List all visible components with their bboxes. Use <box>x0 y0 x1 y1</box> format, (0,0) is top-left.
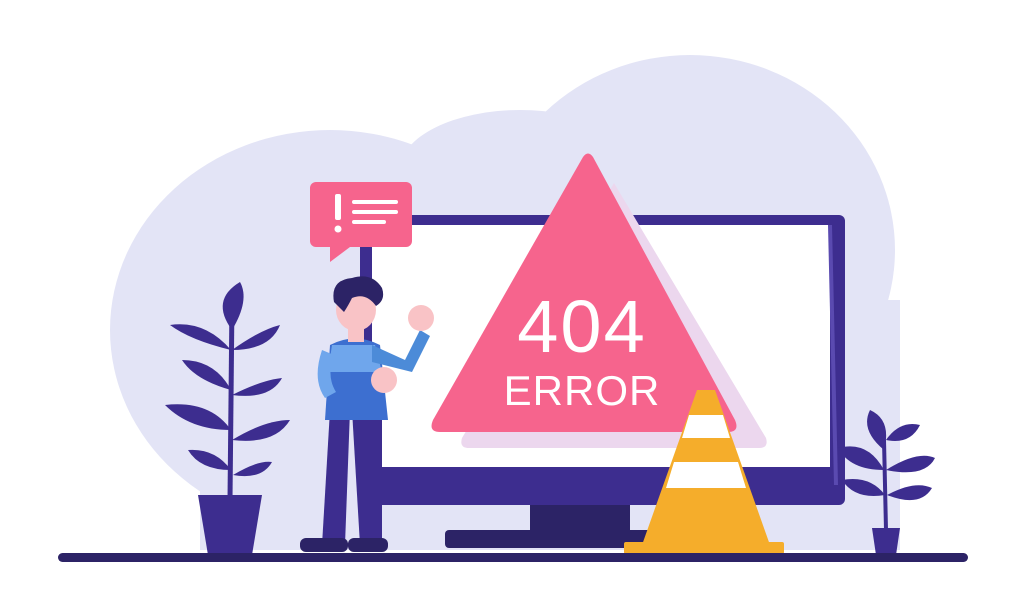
plant-right <box>838 410 935 555</box>
text-lines-icon <box>352 200 398 224</box>
error-label: ERROR <box>504 367 661 414</box>
person-figure <box>300 276 434 552</box>
exclamation-icon <box>334 194 342 233</box>
error-code: 404 <box>517 285 646 368</box>
floor-line <box>58 553 968 562</box>
plant-left <box>165 282 290 555</box>
warning-triangle: 404 ERROR <box>431 153 737 432</box>
speech-bubble <box>310 182 412 262</box>
traffic-cone-icon <box>624 390 784 554</box>
